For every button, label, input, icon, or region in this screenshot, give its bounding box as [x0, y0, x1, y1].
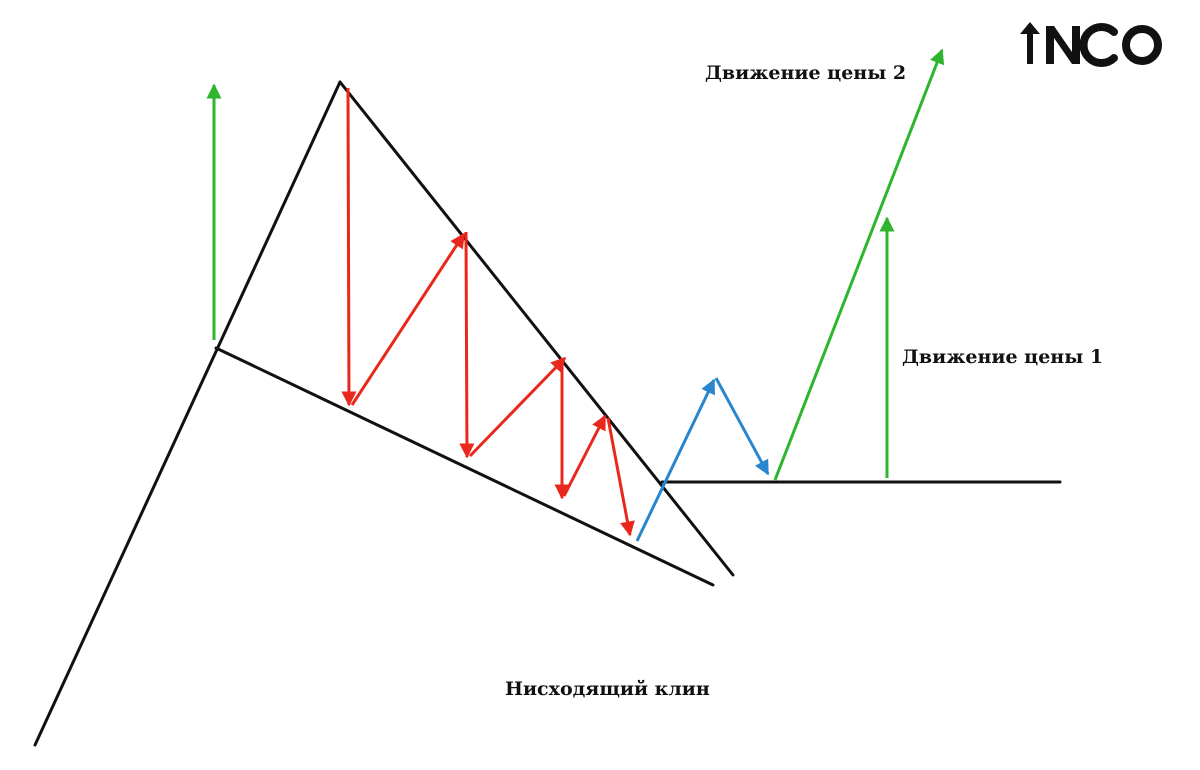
- red-arrow-up-2: [468, 356, 567, 458]
- red-arrow-down-1: [341, 87, 357, 407]
- red-arrow-down-2: [459, 231, 475, 459]
- red-arrow-down-4: [606, 417, 635, 537]
- blue-arrow-retest: [714, 377, 770, 476]
- wedge-upper-trendline: [338, 80, 735, 577]
- pattern-name-label: Нисходящий клин: [505, 678, 710, 700]
- price-move-1-label: Движение цены 1: [902, 346, 1104, 368]
- wedge-lower-trendline: [214, 346, 715, 587]
- blue-arrow-breakout: [635, 378, 716, 542]
- price-move-2-label: Движение цены 2: [705, 62, 907, 84]
- brand-logo: [1020, 22, 1162, 67]
- green-arrow-price-move-2: [773, 48, 945, 481]
- prior-trend-line: [33, 80, 342, 747]
- red-arrow-up-3: [562, 414, 607, 497]
- red-arrow-up-1: [350, 232, 466, 406]
